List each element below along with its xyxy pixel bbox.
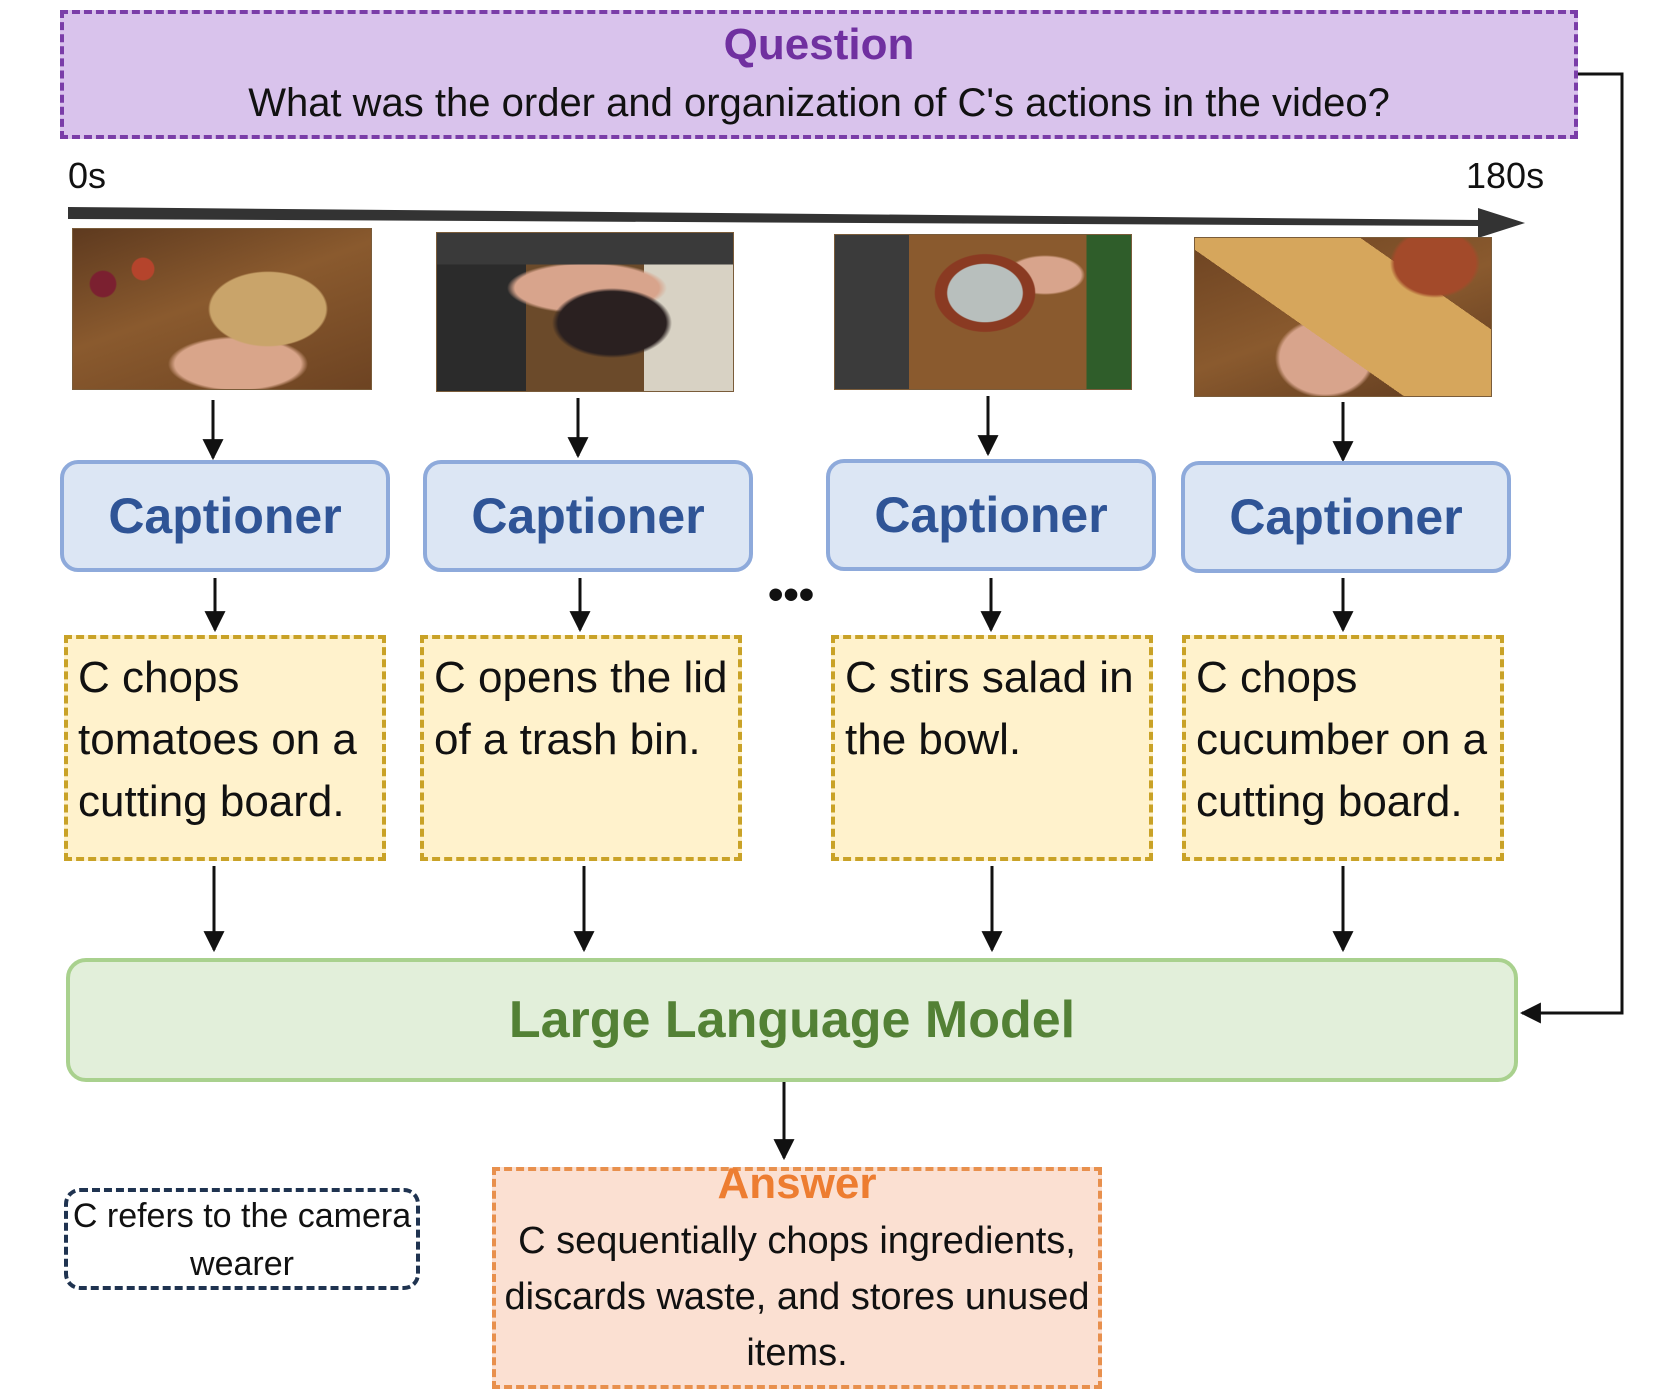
answer-text: C sequentially chops ingredients, discar…: [504, 1220, 1090, 1374]
llm-box: Large Language Model: [66, 958, 1518, 1082]
caption-4: C chops cucumber on a cutting board.: [1182, 635, 1504, 861]
timeline-arrow: [68, 207, 1525, 238]
caption-3: C stirs salad in the bowl.: [831, 635, 1153, 861]
question-title: Question: [723, 20, 915, 69]
video-frame-chopping-tomatoes-icon: [72, 228, 372, 390]
ellipsis: •••: [768, 570, 815, 619]
video-frame-chopping-cucumber-icon: [1194, 237, 1492, 397]
timeline-end-label: 180s: [1466, 155, 1545, 196]
captioner-3: Captioner: [826, 459, 1156, 571]
captioner-4: Captioner: [1181, 461, 1511, 573]
question-text: What was the order and organization of C…: [248, 81, 1390, 125]
answer-box: Answer C sequentially chops ingredients,…: [492, 1159, 1102, 1389]
video-frame-opening-trash-bin-icon: [436, 232, 734, 392]
caption-1: C chops tomatoes on a cutting board.: [64, 635, 386, 861]
arrow-question-llm: [1519, 72, 1624, 1024]
video-frame-stirring-salad-icon: [834, 234, 1132, 390]
captioner-1: Captioner: [60, 460, 390, 572]
timeline-start-label: 0s: [68, 155, 107, 196]
caption-2: C opens the lid of a trash bin.: [420, 635, 742, 861]
answer-title: Answer: [717, 1159, 877, 1208]
note-box: C refers to the camera wearer: [64, 1188, 420, 1290]
question-box: Question What was the order and organiza…: [60, 10, 1578, 139]
captioner-2: Captioner: [423, 460, 753, 572]
